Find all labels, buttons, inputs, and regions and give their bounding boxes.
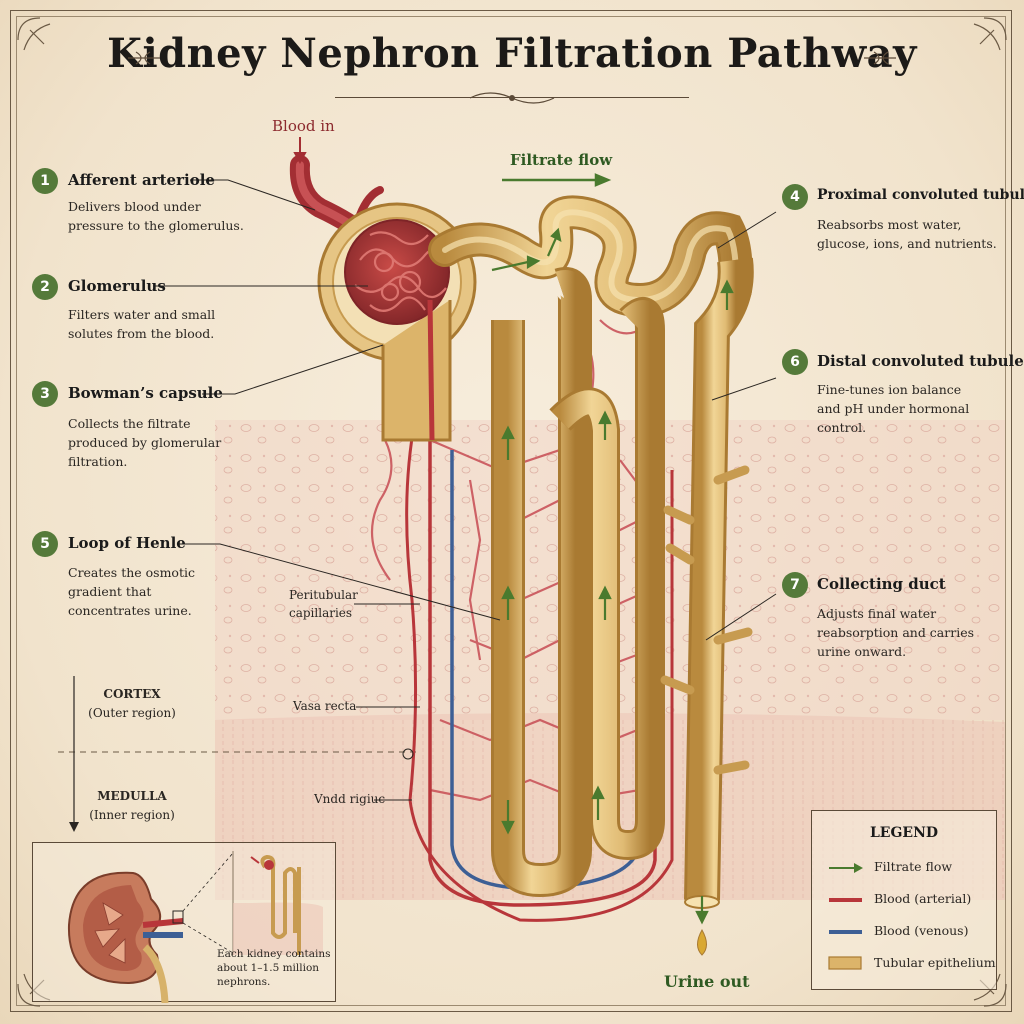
inset-line-1: Each kidney contains [217,948,331,960]
step-1-line-2: pressure to the glomerulus. [68,218,244,233]
step-5-badge: 5 [32,531,58,557]
step-4-heading: Proximal convoluted tubule [817,187,1024,203]
legend-label-filtrate: Filtrate flow [874,859,953,874]
step-4-badge: 4 [782,184,808,210]
step-3-line-2: produced by glomerular [68,435,222,450]
step-3-line-1: Collects the filtrate [68,416,191,431]
cortex-sub-label: (Outer region) [88,706,176,720]
title-ornaments [128,51,896,104]
step-4-line-1: Reabsorbs most water, [817,217,962,232]
legend-item-filtrate: Filtrate flow [828,857,994,877]
legend-item-epithelium: Tubular epithelium [828,953,996,973]
outer-border [10,10,1012,1012]
step-3-line-3: filtration. [68,454,128,469]
peritubular-label-1: Peritubular [289,588,358,602]
filtrate-flow-label: Filtrate flow [510,151,613,169]
step-4-line-2: glucose, ions, and nutrients. [817,236,997,251]
blood-in-label: Blood in [272,117,335,135]
legend-title: LEGEND [869,825,939,841]
blue-line-icon [829,930,862,934]
legend-label-arterial: Blood (arterial) [874,891,972,906]
legend-label-venous: Blood (venous) [874,923,969,938]
inset-line-2: about 1–1.5 million [217,962,320,974]
step-5-heading: Loop of Henle [68,534,186,552]
kidney-cross-section [67,851,323,1003]
vasa-recta-label: Vasa recta [293,699,357,713]
step-6-line-3: control. [817,420,867,435]
step-5-line-2: gradient that [68,584,152,599]
page-title: Kidney Nephron Filtration Pathway [107,30,917,77]
step-7-badge: 7 [782,572,808,598]
step-1-line-1: Delivers blood under [68,199,201,214]
step-6-heading: Distal convoluted tubule [817,352,1024,370]
step-6-badge: 6 [782,349,808,375]
step-2-line-2: solutes from the blood. [68,326,215,341]
step-7-line-3: urine onward. [817,644,907,659]
step-6-line-2: and pH under hormonal [817,401,970,416]
title-rule [335,97,689,98]
tan-box-icon [828,956,862,970]
legend: LEGEND Filtrate flow Blood (arterial) Bl… [811,810,997,990]
step-7-heading: Collecting duct [817,575,946,593]
step-6-line-1: Fine-tunes ion balance [817,382,962,397]
legend-item-arterial: Blood (arterial) [828,889,994,909]
step-2-heading: Glomerulus [68,277,166,295]
legend-item-venous: Blood (venous) [828,921,994,941]
medulla-sub-label: (Inner region) [89,808,175,822]
legend-label-epithelium: Tubular epithelium [874,955,996,970]
step-1-heading: Afferent arteriole [68,171,215,189]
step-3-badge: 3 [32,381,58,407]
step-7-line-2: reabsorption and carries [817,625,975,640]
step-7-line-1: Adjusts final water [817,606,937,621]
inner-border [16,16,1006,1006]
step-2-line-1: Filters water and small [68,307,216,322]
peritubular-label-2: capillaries [289,606,353,620]
step-3-heading: Bowman’s capsule [68,384,223,402]
step-5-line-3: concentrates urine. [68,603,192,618]
step-2-badge: 2 [32,274,58,300]
kidney-inset: Each kidney contains about 1–1.5 million… [32,842,336,1003]
urine-out-label: Urine out [664,972,750,991]
medulla-label: MEDULLA [97,789,167,803]
step-1-badge: 1 [32,168,58,194]
step-5-line-1: Creates the osmotic [68,565,195,580]
green-arrow-icon [829,863,863,873]
cortex-label: CORTEX [103,687,161,701]
inset-line-3: nephrons. [217,976,271,988]
red-line-icon [829,898,862,902]
vndd-label: Vndd rigiuc [314,792,386,806]
